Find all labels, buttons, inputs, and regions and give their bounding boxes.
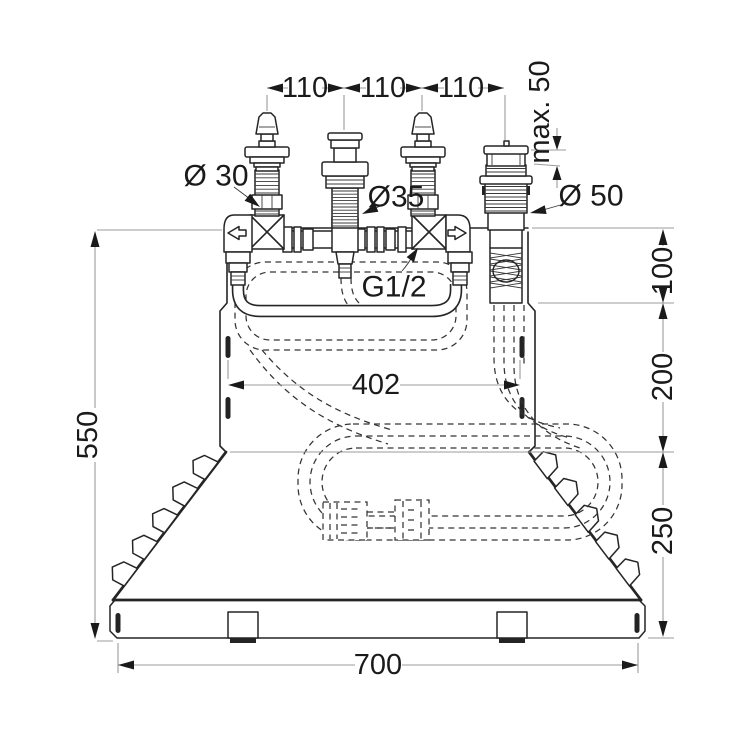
dim-total-width-label: 700 [354,649,402,681]
dia-left-post-label: Ø 30 [183,160,248,193]
post-2-mixer [321,132,369,229]
dia-center-post-label: Ø35 [368,181,425,214]
hose-coupling-hidden [394,499,430,541]
label-dia30: Ø 30 [183,160,260,207]
flow-arrow-left-icon [227,225,247,241]
dim-upper-section-label: 100 [647,247,679,295]
hose-coupling-hidden [322,501,368,541]
dim-402: 402 [227,360,521,401]
dim-spacing-left-label: 110 [282,72,328,104]
dim-lower-section-label: 250 [647,507,679,555]
dim-mid-section-label: 200 [647,353,679,401]
dim-spacing-mid-label: 110 [360,72,406,104]
lower-hose-loop [297,423,623,541]
post-1-valve [244,112,290,217]
rail-slot [634,613,640,633]
rail-slot [115,613,121,633]
dia-right-post-label: Ø 50 [558,180,623,213]
union-right [411,214,447,250]
mounting-clips [111,450,641,587]
spring-coil [489,252,523,289]
post-4-waste [479,140,533,304]
dim-right-chain: 100 200 250 [230,227,679,639]
elbow-right [445,214,473,286]
dim-total-height-label: 550 [72,411,104,459]
side-mounting-slots [225,336,525,419]
foot-tab [227,611,259,639]
dim-spacing-right-label: 110 [438,72,484,104]
label-dia35: Ø35 [362,181,425,214]
thread-size-label: G1/2 [361,271,426,304]
flow-arrow-right-icon [447,225,467,241]
elbow-left [223,214,253,286]
union-left [249,214,285,250]
dim-slot-distance-label: 402 [352,369,400,401]
base-rail [109,598,646,643]
hose-loop [231,284,463,318]
dim-max50: max. 50 [524,60,566,188]
label-dia50: Ø 50 [530,180,624,214]
foot-tab [496,611,528,639]
manifold [223,214,473,286]
dim-mounting-depth-label: max. 50 [524,60,556,163]
dim-700: 700 [117,643,639,681]
dim-550: 550 [72,229,222,642]
dim-top-spacing: 110 110 110 [266,72,506,140]
label-thread: G1/2 [361,248,427,304]
